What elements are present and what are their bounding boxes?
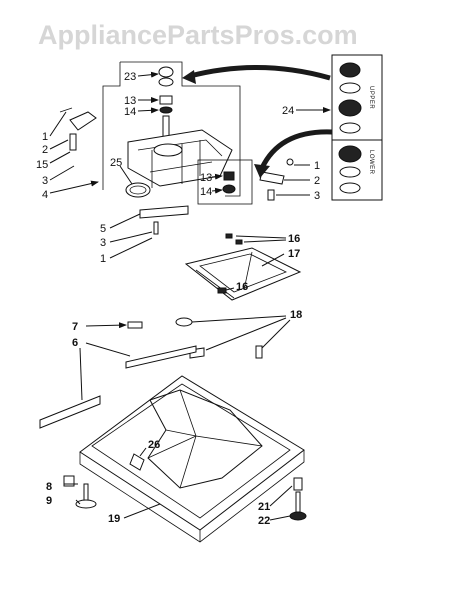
callout-1-lower: 1 [100, 253, 106, 265]
callout-15: 15 [36, 159, 48, 171]
plate-17-inner [199, 253, 287, 293]
kit-panel: UPPER LOWER [331, 54, 383, 201]
base-brace-ribs [147, 389, 263, 489]
part-16-a [225, 233, 233, 239]
part-22-foot [289, 511, 307, 521]
callout-7: 7 [72, 321, 78, 333]
part-13-right [223, 171, 235, 181]
part-6-strip-lower [39, 395, 101, 429]
part-14-right [222, 184, 236, 194]
part-3c-bolt [153, 221, 159, 235]
callout-14-right: 14 [200, 186, 212, 198]
kit-outer-box [331, 54, 383, 201]
right-box [197, 159, 253, 205]
part-18-c [255, 345, 263, 359]
mount-rib-2 [149, 161, 213, 173]
upper-kit-part-1 [339, 62, 361, 78]
plate-17-ribs [195, 251, 253, 299]
callout-6: 6 [72, 337, 78, 349]
callout-9: 9 [46, 495, 52, 507]
part-25-ring [125, 182, 151, 198]
callout-4: 4 [42, 189, 48, 201]
base-frame [39, 317, 307, 543]
callout-18: 18 [290, 309, 302, 321]
callout-16-plate: 16 [236, 281, 248, 293]
callout-16-top: 16 [288, 233, 300, 245]
part-21 [293, 477, 303, 491]
part-9-stem [83, 483, 89, 503]
callout-17: 17 [288, 248, 300, 260]
callout-21: 21 [258, 501, 270, 513]
callout-22: 22 [258, 515, 270, 527]
upper-kit-part-3 [338, 99, 362, 117]
part-23b [158, 77, 174, 87]
lower-kit-part-2 [339, 166, 361, 178]
callout-2-left: 2 [42, 144, 48, 156]
callout-14-upper: 14 [124, 106, 136, 118]
callout-labels: 23 13 14 24 1 2 15 3 4 25 13 14 1 2 3 5 … [36, 71, 320, 527]
part-6-strip-upper [125, 345, 197, 369]
part-22-stem [295, 491, 301, 513]
callout-19: 19 [108, 513, 120, 525]
callout-23: 23 [124, 71, 136, 83]
callout-26: 26 [148, 439, 160, 451]
part-15 [69, 133, 77, 151]
label-lower: LOWER [368, 150, 374, 175]
mount-hub [153, 143, 183, 157]
callout-3-lower: 3 [100, 237, 106, 249]
watermark-text: AppliancePartsPros.com [38, 20, 358, 50]
callout-25: 25 [110, 157, 122, 169]
callout-2-right: 2 [314, 175, 320, 187]
part-16-b [235, 239, 243, 245]
callout-1-left: 1 [42, 131, 48, 143]
part-8 [63, 475, 75, 487]
callout-24: 24 [282, 105, 294, 117]
mount-body [127, 129, 233, 187]
part-25-inner [129, 185, 147, 195]
part-2b [259, 171, 285, 185]
screw-1a [59, 107, 73, 113]
part-16-c [217, 287, 227, 294]
gearcase-assembly [59, 61, 294, 235]
arrow-lower-kit [259, 129, 333, 170]
part-3b [267, 189, 275, 201]
upper-kit-part-4 [339, 122, 361, 134]
callout-1-right: 1 [314, 160, 320, 172]
callout-3-right: 3 [314, 190, 320, 202]
part-9-foot [75, 499, 97, 509]
label-upper: UPPER [368, 86, 374, 109]
upper-kit-part-2 [339, 82, 361, 94]
part-26 [129, 453, 145, 471]
bracket-left [69, 111, 97, 131]
leader-lines [49, 71, 331, 521]
part-13-upper [159, 95, 173, 105]
part-18-a [175, 317, 193, 327]
base-inner-lip [91, 383, 291, 519]
part-23a [158, 66, 174, 78]
base-center-brace [147, 389, 263, 489]
upper-frame [120, 61, 241, 197]
part-14-upper [159, 106, 173, 114]
arrow-upper-kit [189, 65, 331, 81]
callout-13-right: 13 [200, 172, 212, 184]
part-5-bracket [139, 205, 189, 219]
arrow-upper-head [182, 70, 196, 84]
left-frame [102, 62, 121, 190]
lower-kit-part-3 [339, 182, 361, 194]
part-7 [127, 321, 143, 329]
callout-3-left: 3 [42, 175, 48, 187]
lower-kit-part-1 [338, 145, 362, 163]
callout-8: 8 [46, 481, 52, 493]
part-1b [286, 158, 294, 166]
callout-13-upper: 13 [124, 95, 136, 107]
callout-5: 5 [100, 223, 106, 235]
arrow-lower-head [254, 164, 270, 178]
